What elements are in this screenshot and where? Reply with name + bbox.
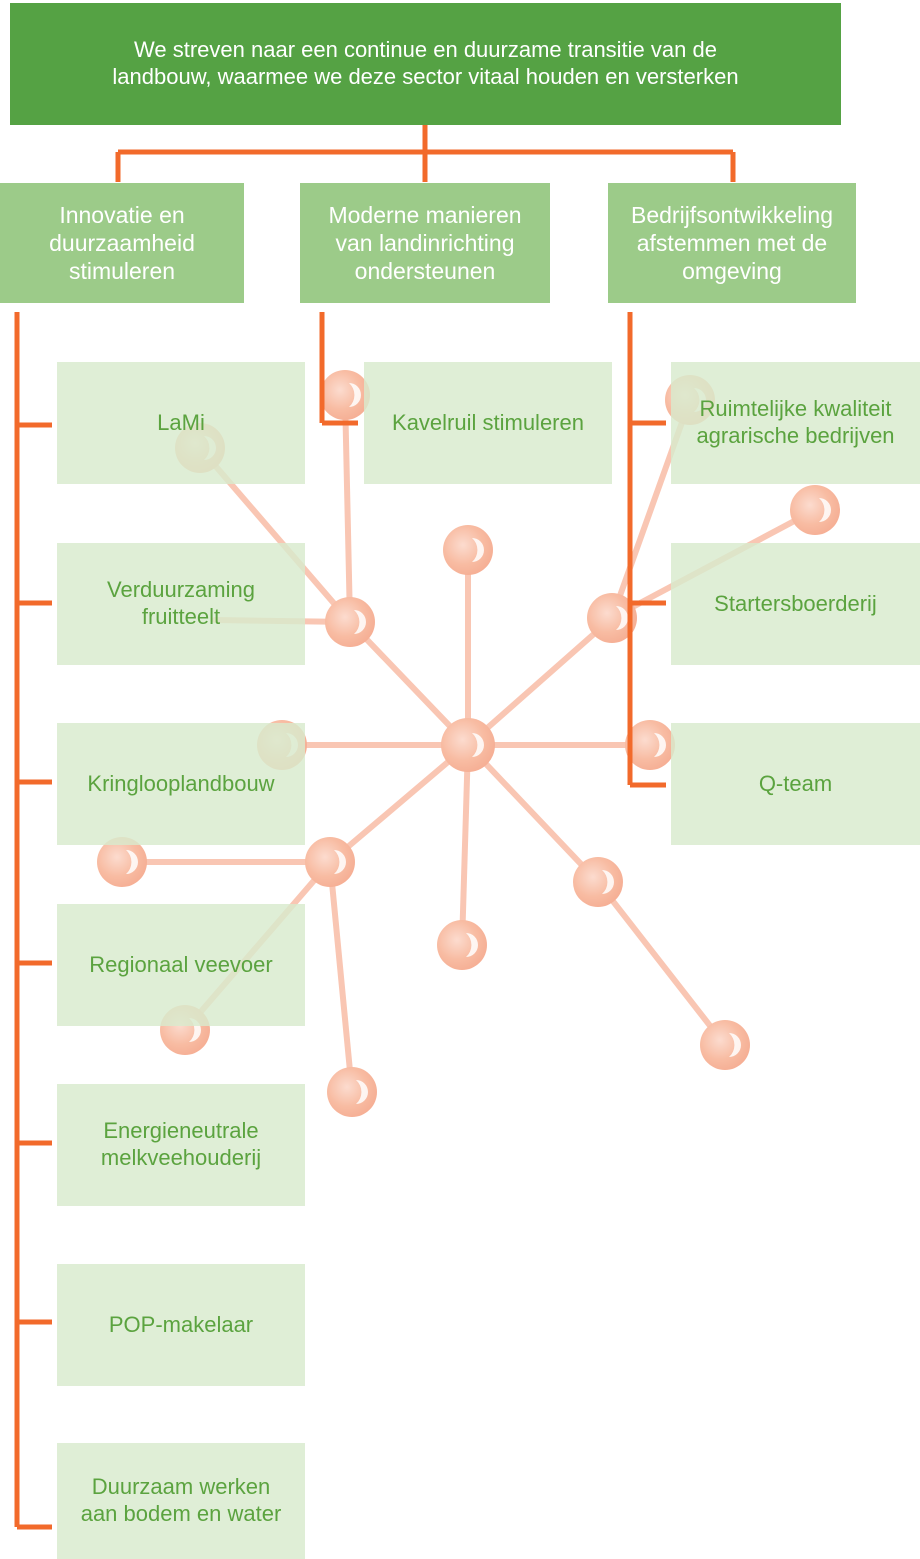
branch-landinrichting-box: Moderne manieren van landinrichting onde… xyxy=(300,183,550,303)
leaf-q-team-label: Q-team xyxy=(758,770,833,796)
leaf-pop-makelaar: POP-makelaar xyxy=(57,1264,305,1386)
branch-innovatie-box: Innovatie en duurzaamheid stimuleren xyxy=(0,183,244,303)
leaf-kavelruil-stimuleren: Kavelruil stimuleren xyxy=(364,362,612,484)
branch-bedrijfsontwikkeling-box: Bedrijfsontwikkeling afstemmen met de om… xyxy=(608,183,856,303)
connector-lines xyxy=(14,125,736,1530)
leaf-startersboerderij-label: Startersboerderij xyxy=(714,590,877,616)
leaf-kringlooplandbouw-label: Kringlooplandbouw xyxy=(87,770,275,796)
leaf-duurzaam-werken-bodem-water: Duurzaam werken aan bodem en water xyxy=(57,1443,305,1559)
leaf-energieneutrale-melkveehouderij-label: Energieneutrale melkveehouderij xyxy=(100,1118,262,1170)
leaf-energieneutrale-melkveehouderij: Energieneutrale melkveehouderij xyxy=(57,1084,305,1206)
leaf-verduurzaming-fruitteelt: Verduurzaming fruitteelt xyxy=(57,543,305,665)
leaf-verduurzaming-fruitteelt-label: Verduurzaming fruitteelt xyxy=(107,577,255,629)
leaf-ruimtelijke-kwaliteit-label: Ruimtelijke kwaliteit agrarische bedrijv… xyxy=(696,396,895,448)
leaf-kringlooplandbouw: Kringlooplandbouw xyxy=(57,723,305,845)
branch-bedrijfsontwikkeling-label: Bedrijfsontwikkeling afstemmen met de om… xyxy=(631,201,833,285)
leaf-q-team: Q-team xyxy=(671,723,920,845)
leaf-pop-makelaar-label: POP-makelaar xyxy=(108,1311,254,1337)
root-goal-text: We streven naar een continue en duurzame… xyxy=(112,37,739,89)
leaf-ruimtelijke-kwaliteit: Ruimtelijke kwaliteit agrarische bedrijv… xyxy=(671,362,920,484)
leaf-startersboerderij: Startersboerderij xyxy=(671,543,920,665)
leaf-lami-label: LaMi xyxy=(157,409,205,435)
leaf-lami: LaMi xyxy=(57,362,305,484)
leaf-regionaal-veevoer: Regionaal veevoer xyxy=(57,904,305,1026)
branch-innovatie-label: Innovatie en duurzaamheid stimuleren xyxy=(49,201,195,285)
branch-landinrichting-label: Moderne manieren van landinrichting onde… xyxy=(328,201,522,285)
leaf-regionaal-veevoer-label: Regionaal veevoer xyxy=(89,951,273,977)
leaf-kavelruil-stimuleren-label: Kavelruil stimuleren xyxy=(392,409,584,435)
leaf-duurzaam-werken-bodem-water-label: Duurzaam werken aan bodem en water xyxy=(80,1474,282,1526)
root-goal-box: We streven naar een continue en duurzame… xyxy=(10,3,841,125)
